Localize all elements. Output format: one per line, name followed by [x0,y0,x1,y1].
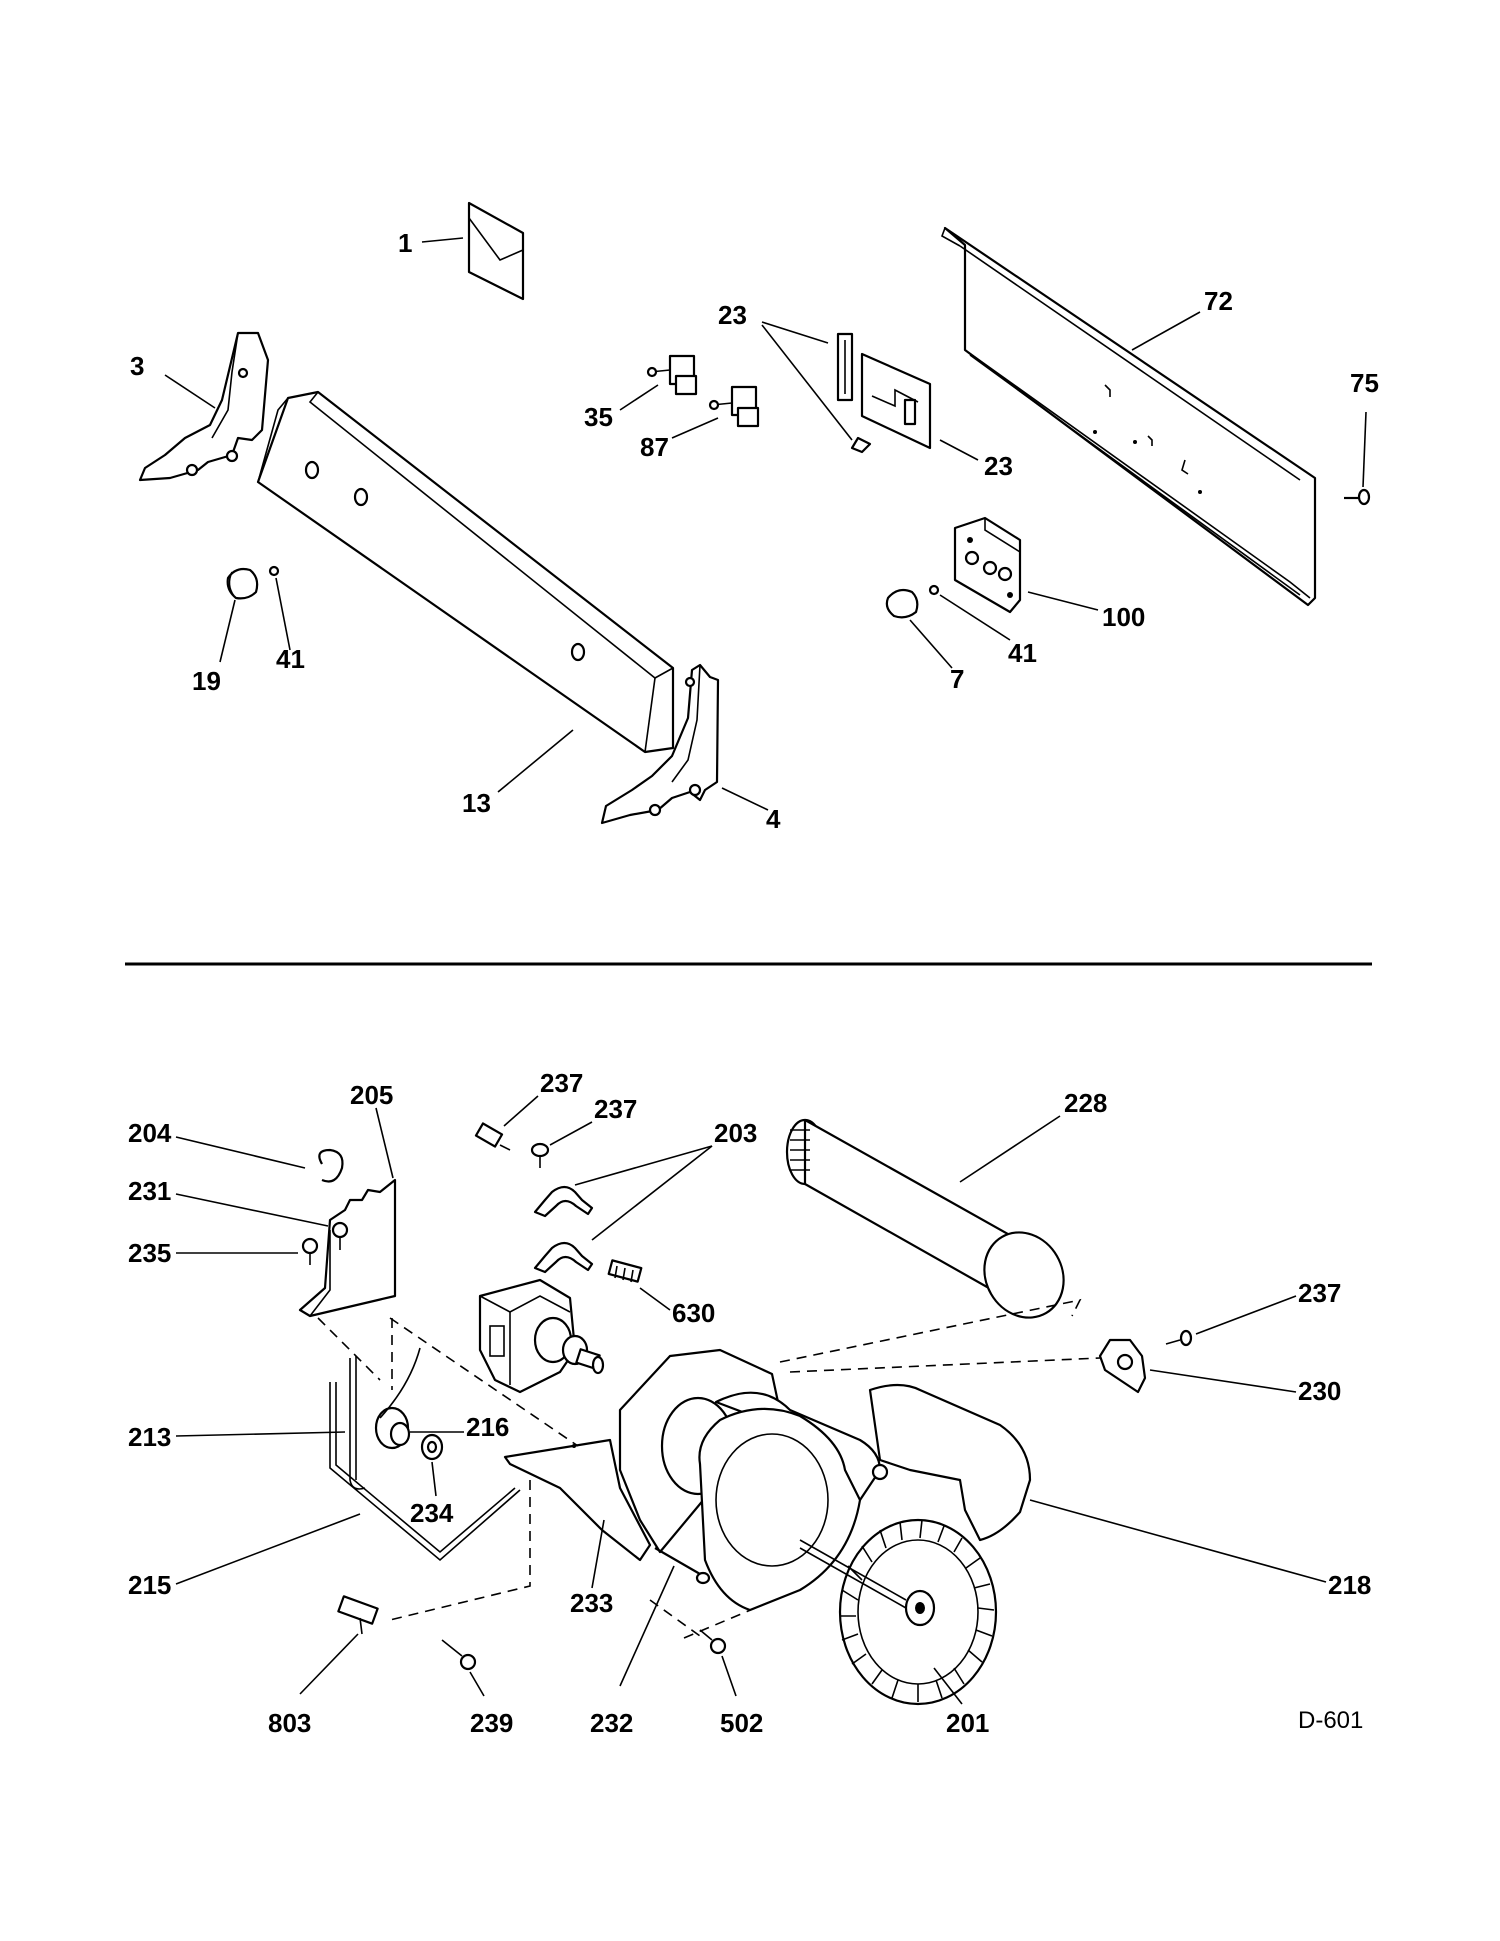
label-215: 215 [128,1570,171,1600]
part-205-bracket [298,1178,397,1318]
part-237-screw-a [474,1122,511,1151]
part-23-control-board [836,332,932,454]
label-19: 19 [192,666,221,696]
part-3-left-endcap [138,331,270,482]
label-201: 201 [946,1708,989,1738]
part-7-knob [885,588,919,619]
part-803-switch [337,1595,379,1635]
part-204-clip [318,1148,344,1183]
label-203: 203 [714,1118,757,1148]
part-502-screw [699,1629,727,1655]
part-237-screw-right [1165,1329,1193,1347]
label-1: 1 [398,228,412,258]
part-234-washer [420,1433,444,1461]
label-7: 7 [950,664,964,694]
part-215-wire [329,1382,521,1562]
label-239: 239 [470,1708,513,1738]
part-35-switch [646,354,698,396]
label-237-right: 237 [1298,1278,1341,1308]
part-100-timer [953,516,1022,614]
part-19-knob [226,567,259,600]
part-232-bolt [654,1547,711,1585]
part-13-control-panel [256,390,675,754]
label-41: 41 [276,644,305,674]
label-41-right: 41 [1008,638,1037,668]
label-213: 213 [128,1422,171,1452]
part-630-connector [607,1259,643,1283]
part-201-blower-wheel [799,1518,998,1706]
part-230-thermostat [1098,1338,1147,1394]
label-630: 630 [672,1298,715,1328]
part-75-screw [1344,488,1371,506]
label-228: 228 [1064,1088,1107,1118]
label-72: 72 [1204,286,1233,316]
label-23-right: 23 [984,451,1013,481]
label-35: 35 [584,402,613,432]
part-228-duct [785,1118,1065,1319]
label-205: 205 [350,1080,393,1110]
label-216: 216 [466,1412,509,1442]
part-216-idler-pulley [374,1406,411,1450]
label-218: 218 [1328,1570,1371,1600]
label-237-a: 237 [540,1068,583,1098]
part-1-instruction-sheet [467,201,525,301]
label-23-top: 23 [718,300,747,330]
part-4-right-endcap [600,663,720,825]
label-234: 234 [410,1498,454,1528]
part-239-screw [441,1639,477,1671]
label-803: 803 [268,1708,311,1738]
part-235-screw [301,1237,319,1265]
label-232: 232 [590,1708,633,1738]
part-41-ring-right [928,584,940,596]
label-502: 502 [720,1708,763,1738]
label-204: 204 [128,1118,172,1148]
label-231: 231 [128,1176,171,1206]
part-231-screw [331,1221,349,1250]
label-75: 75 [1350,368,1379,398]
part-237-screw-b [530,1142,550,1168]
part-233-base-plate [503,1438,652,1562]
label-4: 4 [766,804,781,834]
assembly-guides [317,1298,1101,1639]
label-235: 235 [128,1238,171,1268]
part-203-clamps [533,1185,594,1274]
label-13: 13 [462,788,491,818]
label-100: 100 [1102,602,1145,632]
part-87-switch [708,385,760,428]
label-233: 233 [570,1588,613,1618]
label-3: 3 [130,351,144,381]
label-230: 230 [1298,1376,1341,1406]
label-87: 87 [640,432,669,462]
part-motor [478,1278,605,1394]
figure-code: D-601 [1298,1707,1363,1734]
part-72-back-panel [941,226,1317,607]
part-41-ring-left [268,565,280,577]
label-237-b: 237 [594,1094,637,1124]
